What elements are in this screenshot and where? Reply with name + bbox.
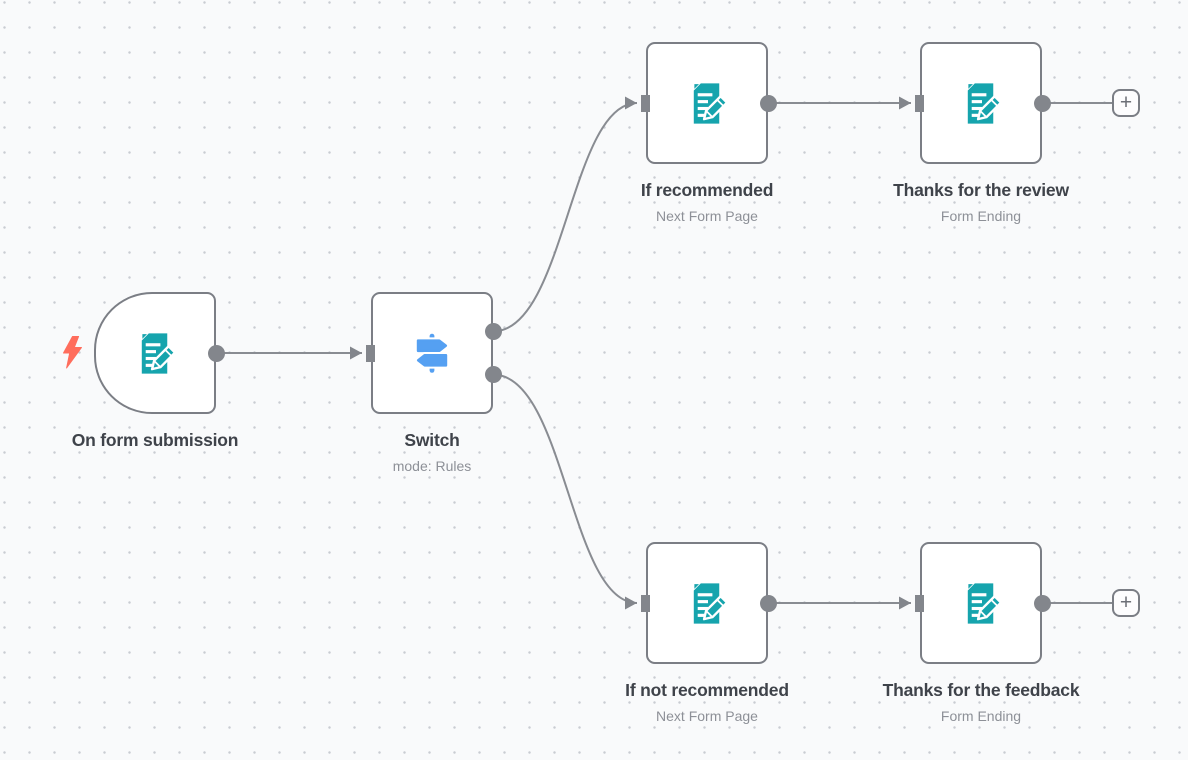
- node-subtitle: Next Form Page: [656, 708, 758, 724]
- node-if-not-recommended[interactable]: If not recommended Next Form Page: [625, 542, 789, 724]
- input-port[interactable]: [915, 594, 924, 612]
- input-port[interactable]: [641, 594, 650, 612]
- node-label: If recommended: [640, 180, 774, 200]
- node-box[interactable]: [94, 292, 216, 414]
- output-port[interactable]: [208, 344, 225, 362]
- node-thanks-for-the-review[interactable]: Thanks for the review Form Ending: [893, 42, 1069, 224]
- node-box[interactable]: [920, 542, 1042, 664]
- input-port[interactable]: [366, 344, 375, 362]
- form-pencil-icon: [684, 80, 731, 127]
- add-node-button-bottom[interactable]: +: [1112, 589, 1140, 617]
- node-label: On form submission: [71, 430, 239, 450]
- form-pencil-icon: [132, 330, 179, 377]
- form-pencil-icon: [684, 580, 731, 627]
- output-port[interactable]: [1034, 594, 1051, 612]
- node-label: Thanks for the review: [893, 180, 1069, 200]
- switch-signpost-icon: [407, 328, 457, 378]
- node-label: If not recommended: [625, 680, 789, 700]
- input-port[interactable]: [641, 94, 650, 112]
- node-on-form-submission[interactable]: On form submission: [63, 292, 238, 450]
- node-label: Switch: [404, 430, 460, 450]
- output-port[interactable]: [760, 594, 777, 612]
- node-box[interactable]: [646, 42, 768, 164]
- node-box[interactable]: [646, 542, 768, 664]
- node-thanks-for-the-feedback[interactable]: Thanks for the feedback Form Ending: [883, 542, 1080, 724]
- node-box[interactable]: [920, 42, 1042, 164]
- output-port-1[interactable]: [485, 366, 502, 383]
- node-subtitle: Form Ending: [940, 708, 1022, 724]
- node-switch[interactable]: Switch mode: Rules: [366, 292, 502, 474]
- output-port[interactable]: [760, 94, 777, 112]
- node-label: Thanks for the feedback: [882, 680, 1080, 700]
- node-if-recommended[interactable]: If recommended Next Form Page: [641, 42, 777, 224]
- output-port-0[interactable]: [485, 323, 502, 340]
- lightning-trigger-icon: [62, 336, 83, 369]
- node-subtitle: mode: Rules: [392, 458, 472, 474]
- node-box[interactable]: [371, 292, 493, 414]
- node-subtitle: Next Form Page: [656, 208, 758, 224]
- node-subtitle: Form Ending: [940, 208, 1022, 224]
- input-port[interactable]: [915, 94, 924, 112]
- connection-switch-to-if-not-recommended[interactable]: [492, 373, 638, 610]
- form-pencil-icon: [958, 80, 1005, 127]
- connection-switch-to-if-recommended[interactable]: [492, 96, 638, 333]
- form-pencil-icon: [958, 580, 1005, 627]
- add-node-button-top[interactable]: +: [1112, 89, 1140, 117]
- output-port[interactable]: [1034, 94, 1051, 112]
